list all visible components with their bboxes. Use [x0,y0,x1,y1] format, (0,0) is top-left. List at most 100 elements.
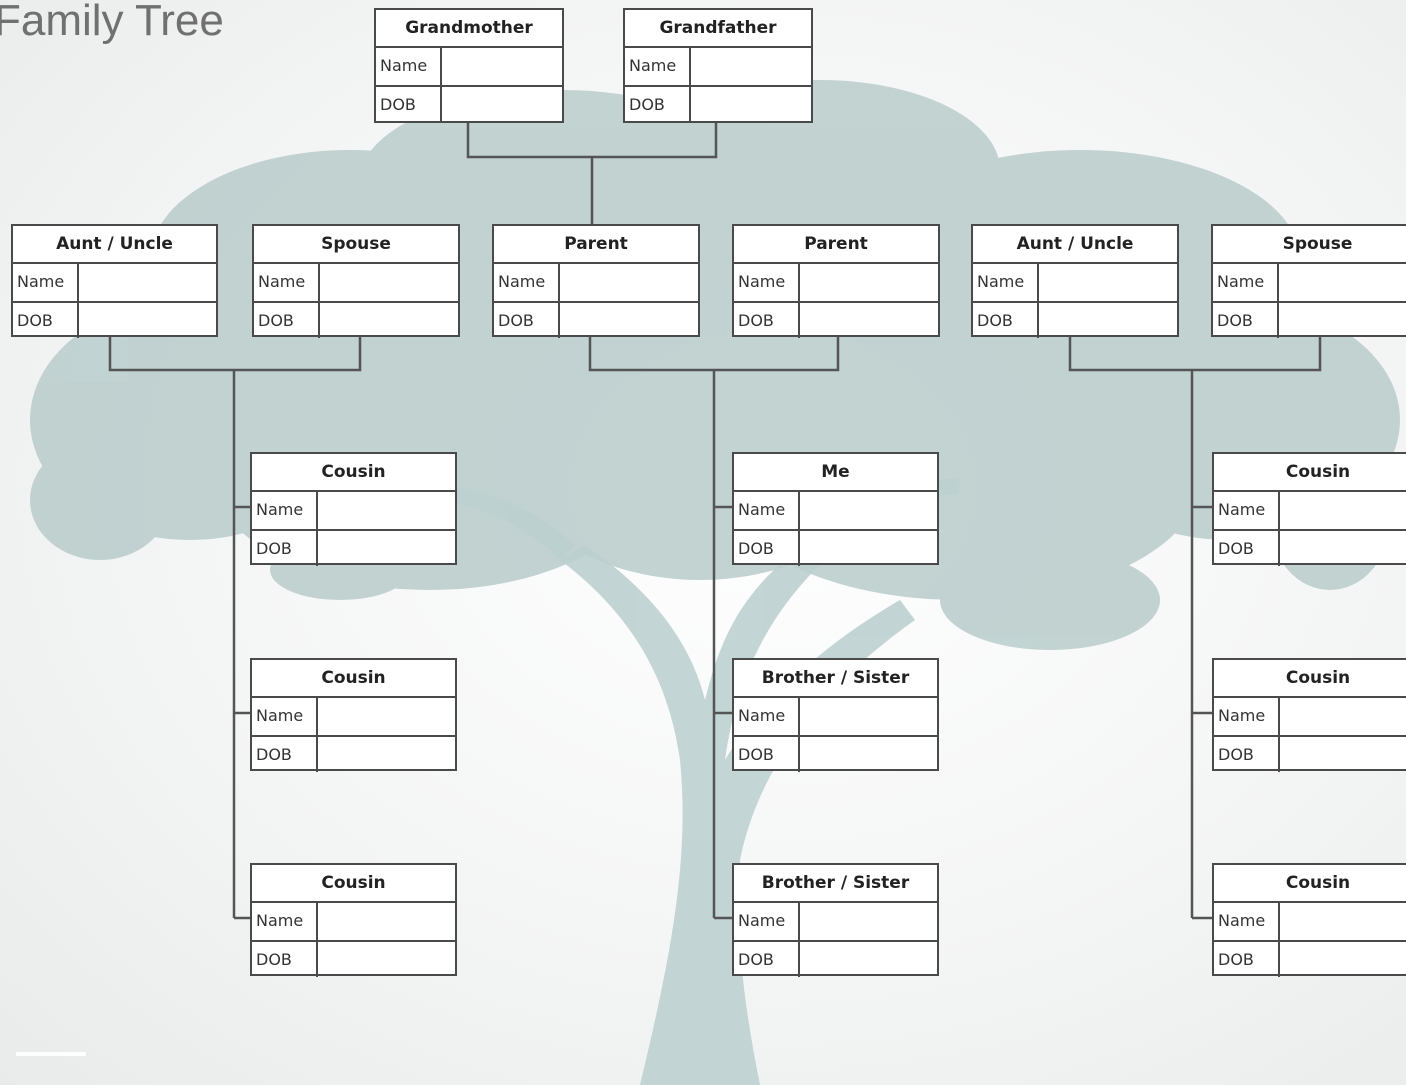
dob-field[interactable] [1279,303,1406,338]
dob-field[interactable] [442,87,562,122]
dob-field[interactable] [800,531,937,566]
card-title: Cousin [252,865,455,903]
name-label: Name [252,698,318,735]
name-field[interactable] [442,48,562,85]
right-couple-connector [1068,336,1322,372]
dob-label: DOB [252,737,318,772]
dob-label: DOB [252,531,318,566]
name-field[interactable] [1279,264,1406,301]
card-title: Spouse [254,226,458,264]
card-title: Me [734,454,937,492]
card-title: Aunt / Uncle [973,226,1177,264]
name-label: Name [734,264,800,301]
name-field[interactable] [1280,698,1406,735]
name-label: Name [252,492,318,529]
card-sibling-1: Brother / Sister Name DOB [732,658,939,772]
dob-label: DOB [494,303,560,338]
card-title: Spouse [1213,226,1406,264]
card-cousin-left-3: Cousin Name DOB [250,863,457,977]
dob-field[interactable] [1280,737,1406,772]
dob-label: DOB [734,303,800,338]
card-parent-1: Parent Name DOB [492,224,700,338]
card-aunt-uncle-left: Aunt / Uncle Name DOB [11,224,218,338]
name-field[interactable] [800,698,937,735]
dob-label: DOB [973,303,1039,338]
dob-field[interactable] [800,942,937,977]
card-title: Grandfather [625,10,811,48]
dob-label: DOB [734,531,800,566]
card-title: Brother / Sister [734,865,937,903]
name-field[interactable] [318,903,455,940]
card-grandmother: Grandmother Name DOB [374,8,564,123]
name-field[interactable] [800,492,937,529]
name-label: Name [973,264,1039,301]
dob-label: DOB [254,303,320,338]
name-label: Name [494,264,560,301]
card-title: Parent [494,226,698,264]
left-couple-connector [108,336,362,372]
card-title: Aunt / Uncle [13,226,216,264]
name-field[interactable] [800,903,937,940]
card-title: Grandmother [376,10,562,48]
card-me: Me Name DOB [732,452,939,566]
footer-mark [16,1052,86,1056]
card-title: Cousin [1214,454,1406,492]
card-cousin-right-1: Cousin Name DOB [1212,452,1406,566]
card-parent-2: Parent Name DOB [732,224,940,338]
dob-field[interactable] [1039,303,1177,338]
card-grandfather: Grandfather Name DOB [623,8,813,123]
name-field[interactable] [318,492,455,529]
name-field[interactable] [800,264,938,301]
name-field[interactable] [691,48,811,85]
name-field[interactable] [1280,492,1406,529]
dob-field[interactable] [320,303,458,338]
dob-field[interactable] [1280,942,1406,977]
name-field[interactable] [1039,264,1177,301]
card-title: Cousin [1214,660,1406,698]
card-cousin-left-2: Cousin Name DOB [250,658,457,772]
name-label: Name [734,698,800,735]
name-field[interactable] [320,264,458,301]
dob-label: DOB [376,87,442,122]
grandparents-connector [466,122,718,159]
dob-label: DOB [1213,303,1279,338]
name-label: Name [13,264,79,301]
card-cousin-right-2: Cousin Name DOB [1212,658,1406,772]
name-label: Name [1214,903,1280,940]
dob-field[interactable] [691,87,811,122]
dob-field[interactable] [1280,531,1406,566]
card-sibling-2: Brother / Sister Name DOB [732,863,939,977]
card-title: Cousin [252,454,455,492]
dob-field[interactable] [560,303,698,338]
card-title: Parent [734,226,938,264]
dob-field[interactable] [318,942,455,977]
dob-field[interactable] [318,737,455,772]
name-field[interactable] [79,264,216,301]
name-field[interactable] [318,698,455,735]
dob-label: DOB [1214,531,1280,566]
card-aunt-uncle-right: Aunt / Uncle Name DOB [971,224,1179,338]
card-spouse-right: Spouse Name DOB [1211,224,1406,338]
dob-field[interactable] [800,303,938,338]
card-cousin-left-1: Cousin Name DOB [250,452,457,566]
dob-label: DOB [252,942,318,977]
dob-label: DOB [734,737,800,772]
name-label: Name [734,492,800,529]
name-label: Name [1214,492,1280,529]
dob-field[interactable] [800,737,937,772]
name-label: Name [1214,698,1280,735]
dob-label: DOB [1214,737,1280,772]
dob-field[interactable] [318,531,455,566]
dob-field[interactable] [79,303,216,338]
name-label: Name [1213,264,1279,301]
name-label: Name [254,264,320,301]
name-field[interactable] [560,264,698,301]
card-title: Brother / Sister [734,660,937,698]
dob-label: DOB [1214,942,1280,977]
card-title: Cousin [252,660,455,698]
name-label: Name [734,903,800,940]
name-field[interactable] [1280,903,1406,940]
card-spouse-left: Spouse Name DOB [252,224,460,338]
dob-label: DOB [13,303,79,338]
